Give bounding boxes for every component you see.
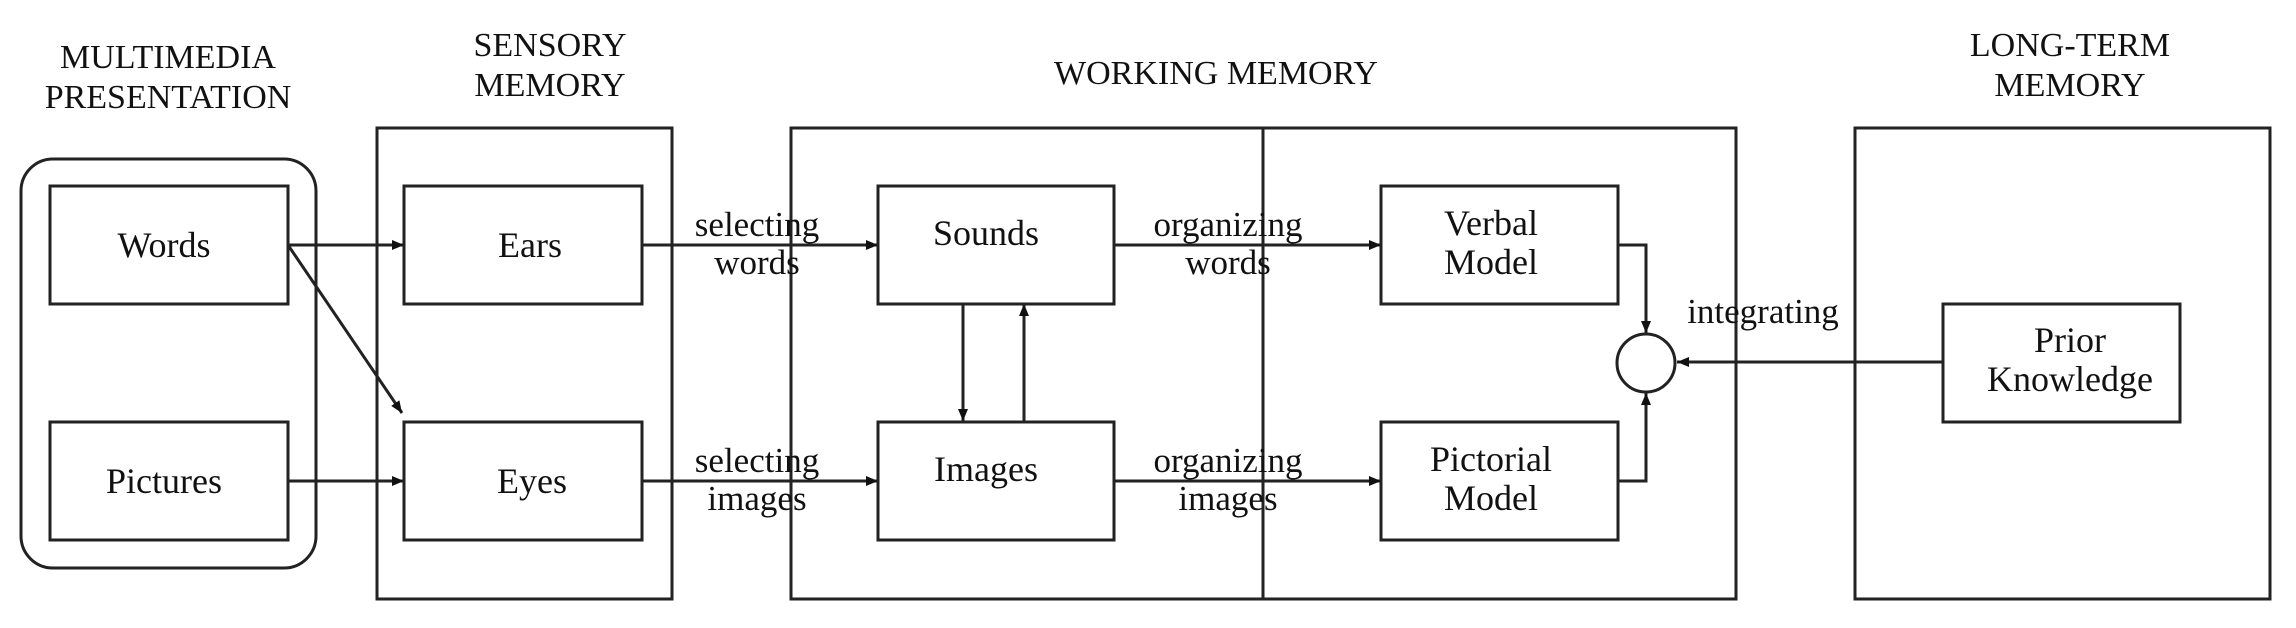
box-images: Images bbox=[876, 420, 1116, 542]
label-integrating: integrating bbox=[1687, 292, 1839, 331]
box-eyes: Eyes bbox=[402, 420, 644, 542]
sensory-memory-frame bbox=[375, 126, 674, 601]
stage-title-working-memory: WORKING MEMORY bbox=[1054, 55, 1378, 92]
box-sounds-label: Sounds bbox=[933, 213, 1039, 253]
multimedia-presentation-frame bbox=[19, 157, 318, 570]
arrow-verbal-model-to-integration bbox=[1618, 243, 1651, 333]
box-verbal-model-label-line-2: Model bbox=[1444, 242, 1538, 282]
stage-title-working-memory-line-1: WORKING MEMORY bbox=[1054, 55, 1378, 92]
box-words-label: Words bbox=[117, 225, 210, 265]
stage-title-long-term-memory-line-2: MEMORY bbox=[1994, 67, 2145, 104]
label-integrating-line-1: integrating bbox=[1687, 292, 1839, 331]
box-pictorial-model-label-line-2: Model bbox=[1444, 478, 1538, 518]
box-pictorial-model-label-line-1: Pictorial bbox=[1430, 439, 1552, 479]
box-sounds-label-line-1: Sounds bbox=[933, 213, 1039, 253]
box-pictures: Pictures bbox=[48, 420, 290, 542]
label-selecting-images-line-2: images bbox=[707, 479, 806, 518]
box-prior-knowledge-label-line-1: Prior bbox=[2034, 320, 2106, 360]
arrow-words-to-eyes bbox=[286, 244, 404, 414]
box-sounds: Sounds bbox=[876, 184, 1116, 306]
integration-node bbox=[1615, 332, 1677, 394]
box-images-label: Images bbox=[934, 449, 1038, 489]
box-ears-label-line-1: Ears bbox=[498, 225, 562, 265]
box-ears: Ears bbox=[402, 184, 644, 306]
stage-title-sensory-memory-line-1: SENSORY bbox=[473, 27, 626, 64]
stage-title-multimedia-presentation-line-2: PRESENTATION bbox=[45, 79, 292, 116]
box-words-label-line-1: Words bbox=[117, 225, 210, 265]
box-pictures-label-line-1: Pictures bbox=[106, 461, 222, 501]
connectors bbox=[286, 240, 1943, 486]
label-organizing-words-line-1: organizing bbox=[1153, 205, 1302, 244]
box-prior-knowledge-label-line-2: Knowledge bbox=[1987, 359, 2153, 399]
box-pictures-label: Pictures bbox=[106, 461, 222, 501]
stage-title-long-term-memory-line-1: LONG-TERM bbox=[1970, 27, 2170, 64]
box-ears-label: Ears bbox=[498, 225, 562, 265]
box-eyes-label-line-1: Eyes bbox=[497, 461, 567, 501]
box-images-label-line-1: Images bbox=[934, 449, 1038, 489]
label-organizing-images-line-1: organizing bbox=[1153, 441, 1302, 480]
label-selecting-images-line-1: selecting bbox=[695, 441, 819, 480]
box-words: Words bbox=[48, 184, 290, 306]
box-eyes-label: Eyes bbox=[497, 461, 567, 501]
arrow-pictorial-model-to-integration bbox=[1618, 393, 1651, 483]
box-verbal-model-label-line-1: Verbal bbox=[1444, 203, 1538, 243]
label-selecting-words-line-2: words bbox=[714, 243, 800, 282]
label-organizing-images-line-2: images bbox=[1178, 479, 1277, 518]
stage-title-multimedia-presentation-line-1: MULTIMEDIA bbox=[60, 39, 276, 76]
label-organizing-words-line-2: words bbox=[1185, 243, 1271, 282]
stage-title-sensory-memory-line-2: MEMORY bbox=[474, 67, 625, 104]
label-selecting-words-line-1: selecting bbox=[695, 205, 819, 244]
